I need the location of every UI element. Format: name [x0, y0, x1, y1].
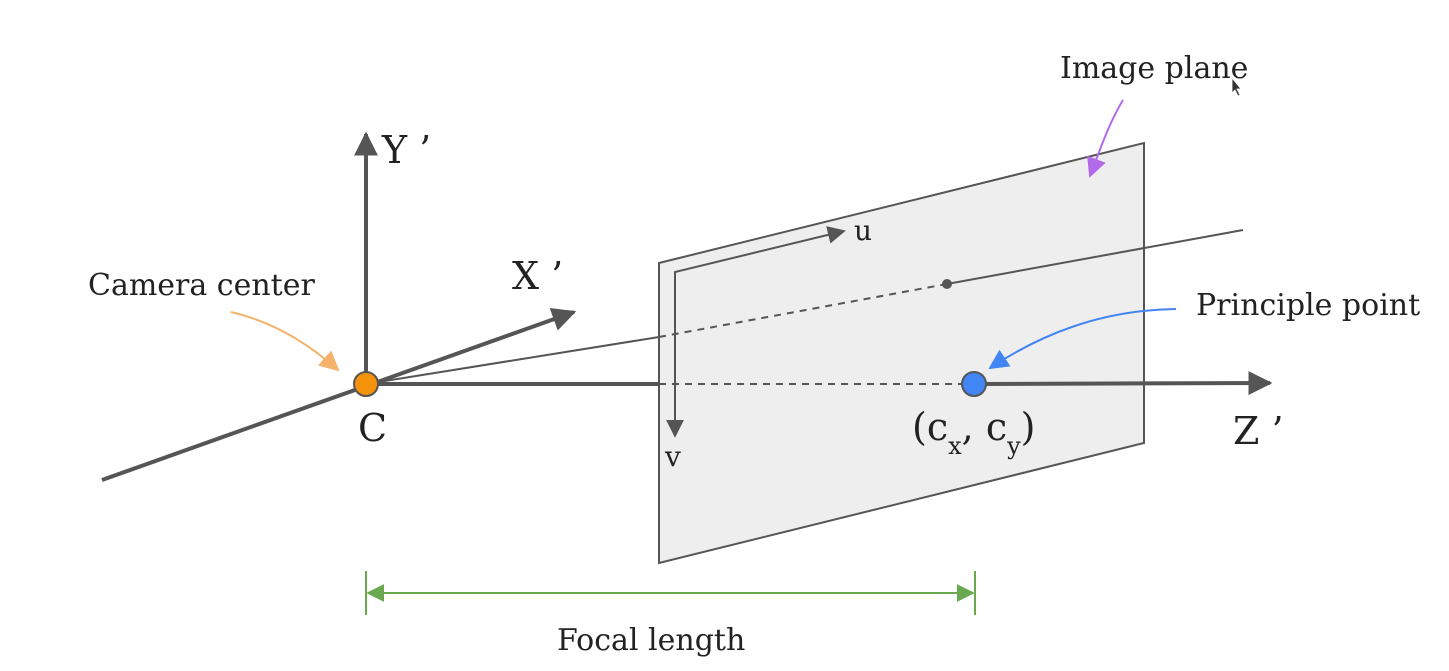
principle-point-label: Principle point: [1196, 288, 1420, 323]
principle-point-coords: (cx, cy): [912, 405, 1036, 460]
camera-center-dot: [353, 371, 379, 397]
focal-length-label: Focal length: [557, 623, 745, 658]
z-axis-line-back: [973, 371, 1273, 396]
camera-center-label: Camera center: [88, 268, 315, 303]
principle-point-dot: [961, 371, 987, 397]
u-axis-label: u: [854, 214, 872, 247]
cxy-comma: , c: [962, 405, 1007, 449]
projection-ray-back: [946, 229, 1244, 285]
v-axis-label: v: [664, 440, 681, 473]
image-plane: [658, 141, 1145, 565]
image-plane-arrow: [1087, 99, 1124, 178]
z-axis-label: Z ’: [1233, 409, 1284, 453]
cxy-open: (c: [912, 405, 948, 449]
camera-center-arrow: [230, 311, 340, 372]
x-axis-line: [101, 307, 577, 482]
x-axis-label: X ’: [512, 254, 563, 298]
camera-center-c-label: C: [358, 406, 387, 450]
principle-point-arrow: [988, 308, 1177, 370]
projection-ray-dashed: [658, 283, 948, 338]
image-plane-label: Image plane: [1060, 51, 1248, 86]
cxy-close: ): [1021, 405, 1036, 449]
projected-point: [942, 279, 952, 289]
projection-ray-front: [365, 336, 660, 385]
cy-subscript: y: [1006, 432, 1021, 460]
y-axis-label: Y ’: [381, 128, 431, 172]
cx-subscript: x: [948, 432, 962, 460]
mouse-cursor-icon: [1231, 76, 1242, 97]
